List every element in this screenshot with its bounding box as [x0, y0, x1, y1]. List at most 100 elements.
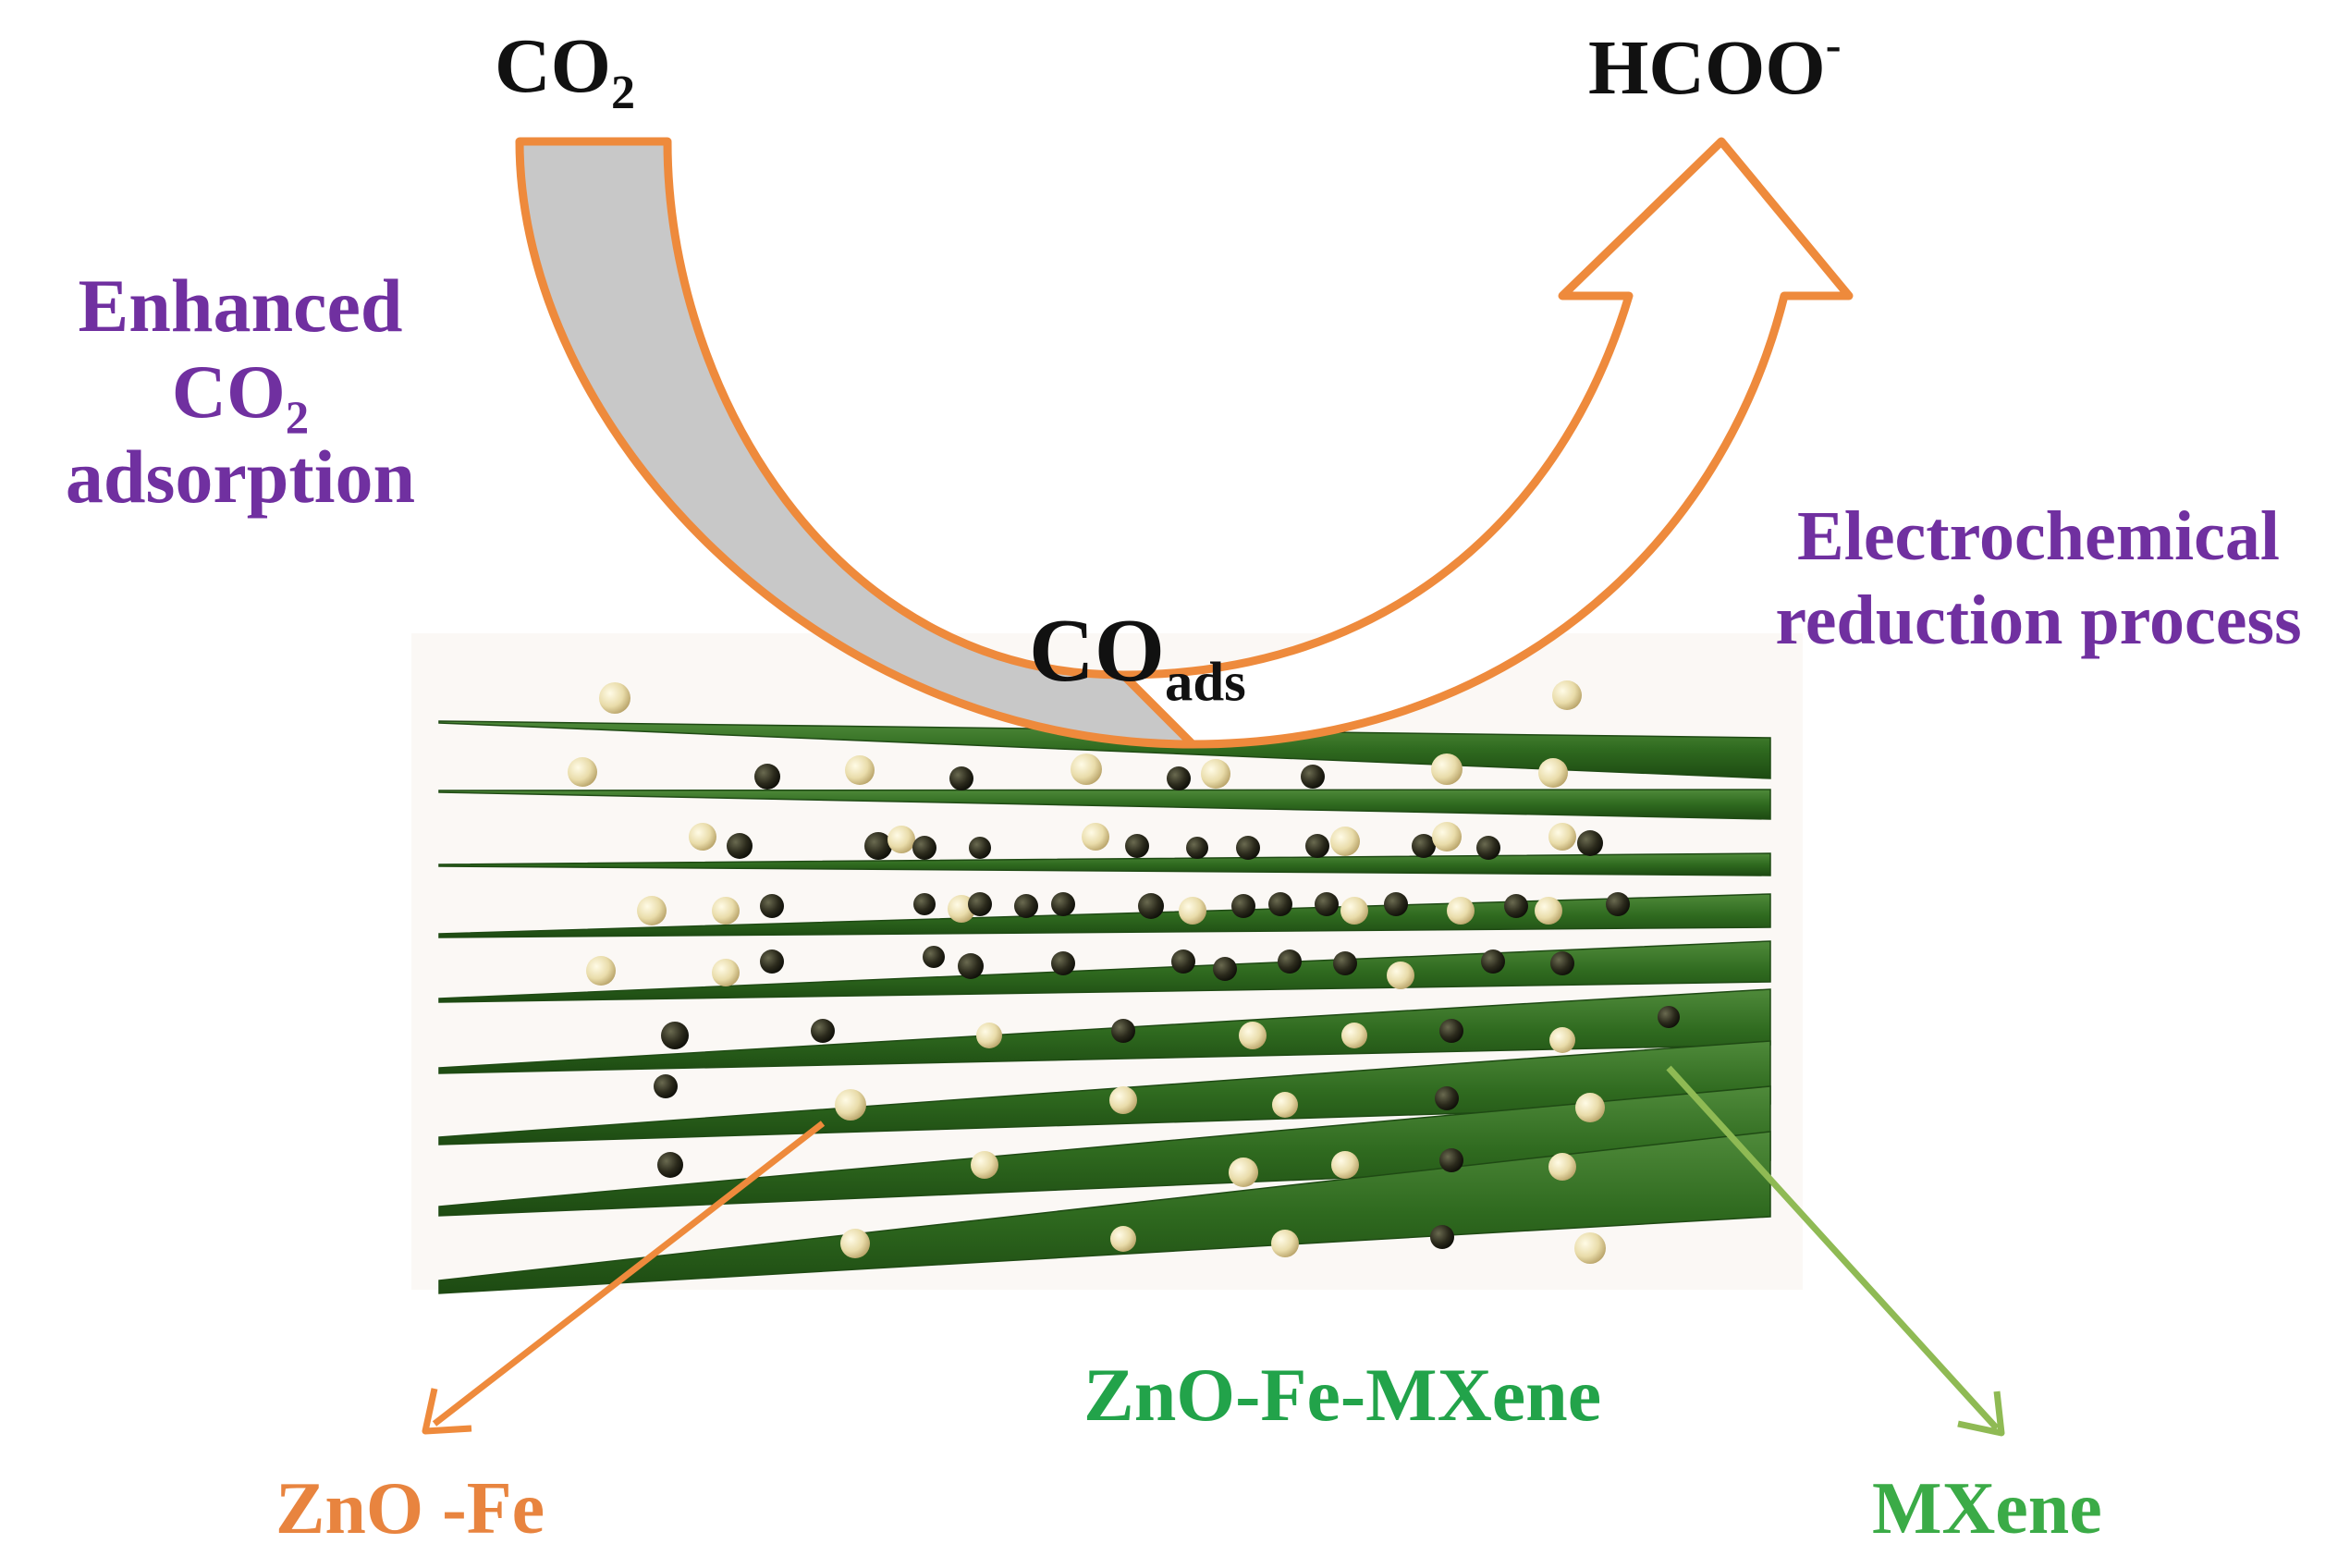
- fe-particle: [1051, 951, 1075, 975]
- zno-particle: [971, 1151, 998, 1179]
- fe-particle: [1186, 837, 1208, 859]
- zno-particle: [1272, 1092, 1298, 1118]
- zno-particle: [835, 1089, 866, 1121]
- mxene-sheet: [438, 852, 1771, 876]
- adsorbed-co-label: COads: [1029, 601, 1246, 714]
- fe-particle: [1315, 892, 1339, 916]
- zno-particle: [1538, 758, 1568, 788]
- fe-particle: [1301, 765, 1325, 789]
- zno-particle: [1549, 1027, 1575, 1053]
- fe-particle: [754, 764, 780, 790]
- zno-fe-particles: [568, 680, 1680, 1264]
- zno-particle: [840, 1229, 870, 1258]
- zno-particle: [1341, 1023, 1367, 1048]
- fe-particle: [1658, 1006, 1680, 1028]
- zno-particle: [1447, 897, 1475, 925]
- enhanced-adsorption-label: Enhanced CO2 adsorption: [65, 263, 416, 520]
- zno-particle: [712, 897, 740, 925]
- zno-particle: [1535, 897, 1562, 925]
- fe-particle: [1504, 894, 1528, 918]
- zno-particle: [1431, 753, 1463, 785]
- zno-particle: [1271, 1230, 1299, 1257]
- fe-particle: [1111, 1019, 1135, 1043]
- zno-particle: [976, 1023, 1002, 1048]
- fe-particle: [912, 836, 936, 860]
- zno-particle: [586, 956, 616, 986]
- fe-particle: [1384, 892, 1408, 916]
- fe-particle: [1481, 949, 1505, 974]
- fe-particle: [657, 1152, 683, 1178]
- zno-particle: [689, 823, 716, 851]
- fe-particle: [1606, 892, 1630, 916]
- fe-particle: [654, 1074, 678, 1098]
- fe-particle: [1412, 834, 1436, 858]
- mxene-pointer-arrow-icon: [1666, 1065, 2005, 1437]
- fe-particle: [1167, 766, 1191, 790]
- fe-particle: [661, 1022, 689, 1049]
- fe-particle: [968, 892, 992, 916]
- zno-particle: [1110, 1226, 1136, 1252]
- fe-particle: [958, 953, 984, 979]
- fe-particle: [1268, 892, 1292, 916]
- fe-particle: [1125, 834, 1149, 858]
- fe-particle: [1476, 836, 1500, 860]
- hcoo-outflow-arrow: [1119, 137, 1854, 749]
- zno-particle: [845, 755, 875, 785]
- zno-particle: [1239, 1022, 1267, 1049]
- zno-particle: [712, 959, 740, 986]
- fe-particle: [1138, 893, 1164, 919]
- fe-particle: [1550, 951, 1574, 975]
- zno-particle: [637, 896, 667, 925]
- fe-particle: [760, 894, 784, 918]
- u-arrow-icon: [515, 137, 1854, 749]
- zno-particle: [1574, 1232, 1606, 1264]
- reactant-co2-label: CO2: [495, 23, 636, 120]
- zno-particle: [1229, 1158, 1258, 1187]
- zno-particle: [1340, 897, 1368, 925]
- zno-particle: [599, 682, 630, 714]
- sheet-name-label: MXene: [1872, 1468, 2102, 1550]
- zno-particle: [1432, 822, 1462, 851]
- zno-fe-pointer-arrow-icon: [422, 1121, 826, 1435]
- fe-particle: [1171, 949, 1195, 974]
- zno-particle: [1330, 827, 1360, 856]
- fe-particle: [1236, 836, 1260, 860]
- fe-particle: [1439, 1148, 1463, 1172]
- zno-particle: [887, 826, 915, 853]
- fe-particle: [1333, 951, 1357, 975]
- zno-particle: [1387, 962, 1414, 989]
- zno-particle: [568, 757, 597, 787]
- fe-particle: [1435, 1086, 1459, 1110]
- mxene-sheet: [438, 1131, 1771, 1294]
- fe-particle: [1430, 1225, 1454, 1249]
- zno-particle: [1552, 680, 1582, 710]
- fe-particle: [1577, 830, 1603, 856]
- zno-particle: [1331, 1151, 1359, 1179]
- fe-particle: [1278, 949, 1302, 974]
- fe-particle: [923, 946, 945, 968]
- zno-particle: [1548, 1153, 1576, 1181]
- composite-name-label: ZnO-Fe-MXene: [1083, 1353, 1602, 1437]
- fe-particle: [969, 837, 991, 859]
- fe-particle: [1213, 957, 1237, 981]
- zno-particle: [1179, 897, 1206, 925]
- fe-particle: [1439, 1019, 1463, 1043]
- fe-particle: [913, 893, 936, 915]
- fe-particle: [1231, 894, 1255, 918]
- fe-particle: [1305, 834, 1329, 858]
- zno-particle: [1201, 759, 1230, 789]
- fe-particle: [760, 949, 784, 974]
- particle-name-label: ZnO -Fe: [275, 1468, 545, 1550]
- fe-particle: [864, 832, 892, 860]
- product-formate-label: HCOO-: [1588, 18, 1842, 111]
- fe-particle: [811, 1019, 835, 1043]
- fe-particle: [1014, 894, 1038, 918]
- zno-particle: [1109, 1086, 1137, 1114]
- zno-particle: [1082, 823, 1109, 851]
- mxene-sheet: [438, 940, 1771, 1003]
- zno-particle: [1548, 823, 1576, 851]
- mxene-sheet-stack: [438, 720, 1771, 1294]
- mxene-sheet: [438, 789, 1771, 820]
